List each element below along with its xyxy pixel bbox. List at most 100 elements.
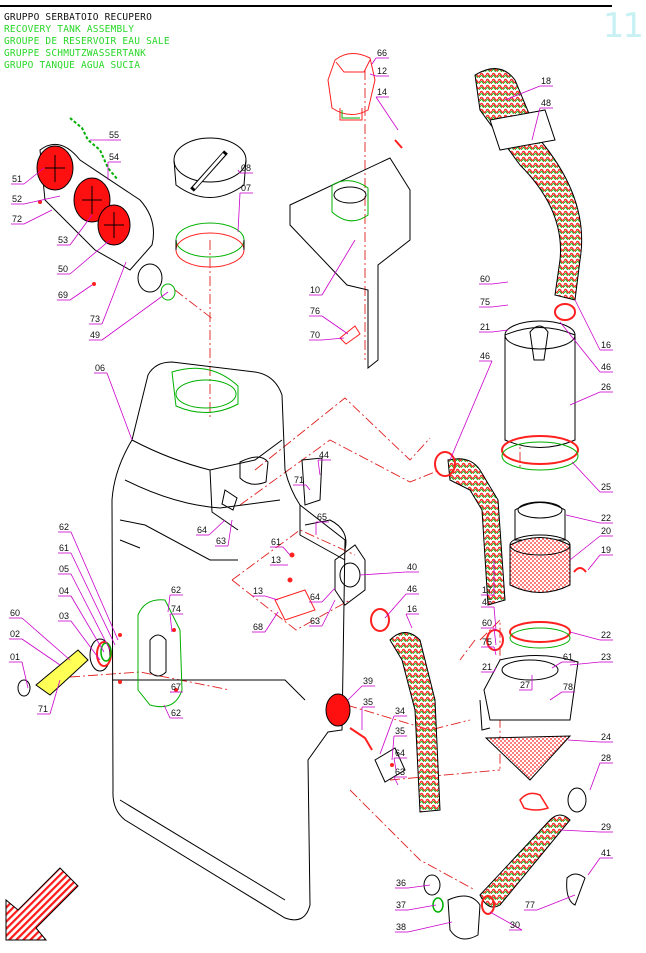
callout-leader [569, 535, 601, 561]
callout-30: 30 [489, 911, 523, 931]
callout-label: 16 [601, 340, 611, 350]
callout-06: 06 [94, 363, 133, 441]
callout-label: 02 [10, 629, 20, 639]
callout-label: 24 [601, 732, 611, 742]
callout-leader [69, 239, 111, 275]
callout-label: 74 [171, 604, 181, 614]
callout-21: 21 [479, 322, 509, 333]
callout-leader [391, 735, 395, 761]
callout-label: 63 [216, 536, 226, 546]
callout-label: 46 [482, 597, 492, 607]
callout-label: 17 [482, 585, 492, 595]
callout-13: 13 [252, 586, 279, 601]
callout-leader [559, 321, 601, 373]
callout-label: 40 [407, 562, 417, 572]
callout-49: 49 [89, 291, 169, 341]
callout-label: 07 [241, 183, 251, 193]
callout-leader [549, 691, 563, 701]
callout-75: 75 [479, 297, 509, 308]
arrow-down-left-icon[interactable] [5, 867, 79, 941]
callout-73: 73 [89, 261, 127, 325]
callout-label: 71 [38, 704, 48, 714]
callout-leader [321, 587, 336, 603]
callout-label: 64 [395, 748, 405, 758]
callout-78: 78 [549, 682, 575, 701]
callout-label: 18 [541, 76, 551, 86]
callout-leader [227, 519, 233, 547]
callout-label: 70 [310, 330, 320, 340]
callout-leader [565, 514, 601, 524]
callout-leader [106, 372, 133, 441]
callout-01: 01 [9, 652, 29, 689]
callout-25: 25 [571, 461, 613, 493]
callout-label: 49 [90, 330, 100, 340]
callout-label: 26 [601, 382, 611, 392]
callout-leader [69, 284, 93, 301]
callout-leader [559, 829, 601, 833]
callout-63: 63 [309, 599, 336, 627]
callout-leader [101, 261, 127, 325]
callout-label: 62 [171, 708, 181, 718]
callout-label: 27 [520, 680, 530, 690]
callout-leader [101, 291, 169, 341]
callout-leader [21, 638, 61, 666]
callout-label: 69 [58, 290, 68, 300]
callout-label: 29 [601, 822, 611, 832]
callout-17: 17 [481, 560, 495, 596]
callout-69: 69 [57, 284, 93, 301]
title-italian: GRUPPO SERBATOIO RECUPERO [4, 12, 152, 23]
callout-22: 22 [565, 513, 613, 524]
callout-leader [379, 715, 395, 755]
callout-leader [321, 315, 349, 335]
callout-leader [449, 360, 493, 461]
callout-52: 52 [11, 194, 61, 205]
callout-leader [587, 554, 601, 571]
callout-63: 63 [215, 519, 233, 547]
callout-62: 62 [163, 704, 183, 719]
callout-leader [163, 704, 171, 719]
callout-28: 28 [589, 753, 613, 791]
page-number: 11 [602, 6, 644, 46]
callout-leader [567, 739, 601, 743]
callout-leader [264, 611, 279, 633]
callout-label: 64 [197, 525, 207, 535]
callout-22: 22 [569, 630, 613, 641]
callout-10: 10 [309, 239, 356, 296]
callout-46: 46 [481, 597, 497, 631]
callout-label: 60 [10, 608, 20, 618]
callout-21: 21 [481, 662, 497, 673]
callout-leader [317, 459, 321, 476]
part-drain-hose-29 [423, 787, 587, 940]
callout-leader [384, 593, 407, 619]
callout-38: 38 [395, 921, 453, 933]
callout-label: 62 [59, 522, 69, 532]
callout-label: 39 [363, 676, 373, 686]
callout-70: 70 [309, 330, 345, 341]
callout-label: 46 [601, 362, 611, 372]
callout-label: 48 [541, 98, 551, 108]
callout-leader [321, 599, 336, 627]
callout-75: 75 [481, 637, 497, 656]
recovery-tank-body [111, 361, 346, 921]
callout-leader [407, 884, 431, 889]
callout-61: 61 [551, 652, 575, 669]
callout-label: 34 [395, 706, 405, 716]
callout-16: 16 [405, 604, 419, 629]
callout-64: 64 [309, 587, 336, 603]
callout-label: 61 [271, 537, 281, 547]
callout-02: 02 [9, 629, 61, 666]
callout-62: 62 [58, 522, 119, 641]
callout-label: 72 [12, 214, 22, 224]
callout-20: 20 [569, 526, 613, 561]
callout-leader [393, 776, 399, 786]
callout-label: 28 [601, 753, 611, 763]
callout-label: 75 [480, 297, 490, 307]
callout-leader [531, 107, 541, 141]
callout-66: 66 [371, 48, 389, 65]
callout-leader [49, 679, 61, 715]
callout-53: 53 [57, 214, 93, 246]
part-cover [173, 137, 247, 268]
part-filter-tower [479, 320, 587, 781]
callout-leader [208, 519, 226, 536]
